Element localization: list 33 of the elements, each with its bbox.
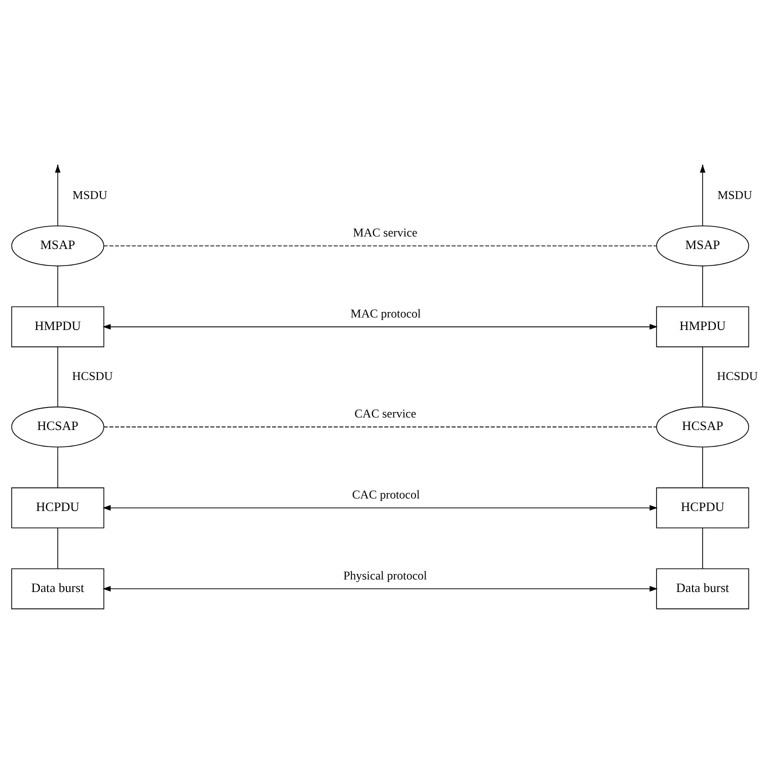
connector xyxy=(702,528,704,569)
connector xyxy=(702,266,704,307)
arrow xyxy=(102,324,658,330)
arrow xyxy=(102,586,658,592)
node-ellipse: MSAP xyxy=(656,225,750,266)
node-box: HMPDU xyxy=(656,306,750,348)
edge-label: CAC service xyxy=(354,406,416,421)
node-box: HMPDU xyxy=(11,306,104,348)
node-ellipse: MSAP xyxy=(11,225,104,266)
node-box: Data burst xyxy=(656,568,750,610)
connector xyxy=(57,266,58,307)
connector xyxy=(702,346,704,408)
edge-label: HCSDU xyxy=(72,369,113,384)
edge-label: MSDU xyxy=(717,188,752,202)
connector xyxy=(103,245,657,246)
node-box: HCPDU xyxy=(11,487,104,528)
node-box: HCPDU xyxy=(656,487,750,528)
connector xyxy=(103,426,657,428)
connector xyxy=(57,446,58,488)
edge-label: MAC service xyxy=(352,226,418,240)
arrow xyxy=(54,164,61,226)
connector xyxy=(57,528,58,569)
edge-label: MAC protocol xyxy=(350,306,421,321)
edge-label: Physical protocol xyxy=(343,568,427,583)
node-ellipse: HCSAP xyxy=(11,406,104,448)
node-box: Data burst xyxy=(11,568,104,610)
edge-label: CAC protocol xyxy=(352,488,420,502)
connector xyxy=(57,346,58,408)
arrow xyxy=(102,505,658,511)
edge-label: HCSDU xyxy=(717,369,758,384)
connector xyxy=(702,446,704,488)
edge-label: MSDU xyxy=(72,188,108,202)
node-ellipse: HCSAP xyxy=(656,406,750,448)
